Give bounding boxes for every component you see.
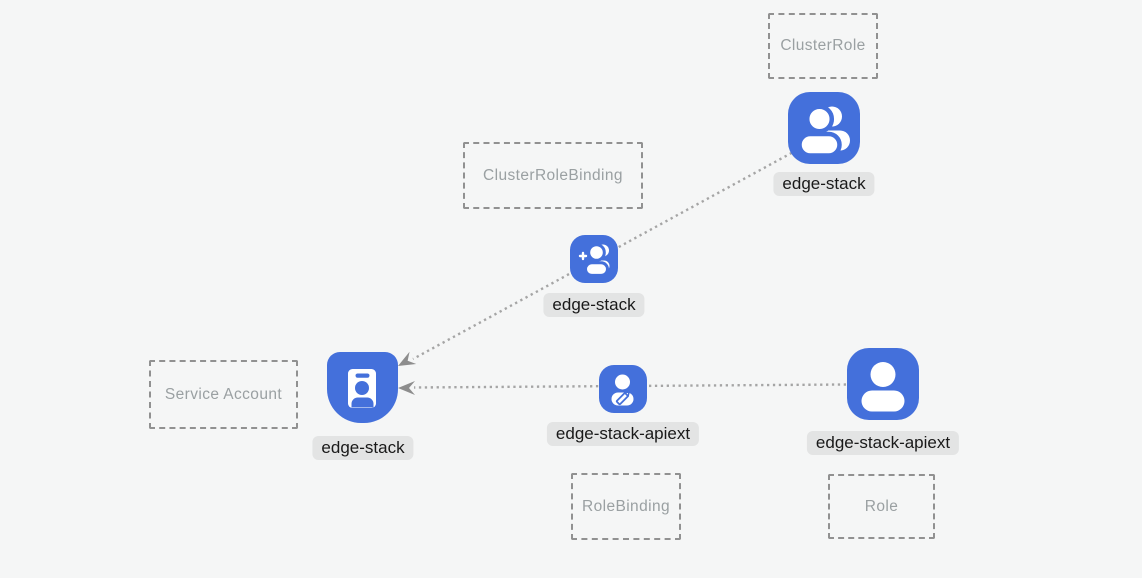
node-role-edge-stack-apiext bbox=[847, 348, 919, 420]
kind-box-cluster-role: ClusterRole bbox=[768, 13, 878, 79]
node-clusterrolebinding-edge-stack bbox=[570, 235, 618, 283]
node-label: edge-stack-apiext bbox=[546, 422, 700, 446]
node-label: edge-stack-apiext bbox=[806, 431, 960, 455]
user-icon bbox=[847, 348, 919, 420]
node-serviceaccount-edge-stack bbox=[327, 352, 398, 423]
users-icon bbox=[788, 92, 860, 164]
kind-box-label: RoleBinding bbox=[582, 497, 670, 515]
user-plus-icon bbox=[570, 235, 618, 283]
node-label: edge-stack bbox=[543, 293, 645, 317]
kind-box-role-binding: RoleBinding bbox=[571, 473, 681, 540]
kind-box-label: ClusterRole bbox=[780, 37, 866, 54]
edge-role-to-serviceaccount bbox=[398, 381, 847, 395]
kind-box-cluster-role-binding: ClusterRoleBinding bbox=[463, 142, 643, 209]
node-clusterrole-edge-stack bbox=[788, 92, 860, 164]
user-edit-icon bbox=[599, 365, 647, 413]
kind-box-label: ClusterRoleBinding bbox=[483, 166, 623, 184]
node-label: edge-stack bbox=[773, 172, 875, 196]
kind-box-role: Role bbox=[828, 474, 935, 539]
node-rolebinding-edge-stack-apiext bbox=[599, 365, 647, 413]
node-label: edge-stack bbox=[312, 436, 414, 460]
kind-box-label: Service Account bbox=[164, 385, 283, 403]
kind-box-label: Role bbox=[864, 497, 899, 515]
id-badge-icon bbox=[327, 352, 398, 423]
kind-box-service-account: Service Account bbox=[149, 360, 298, 429]
